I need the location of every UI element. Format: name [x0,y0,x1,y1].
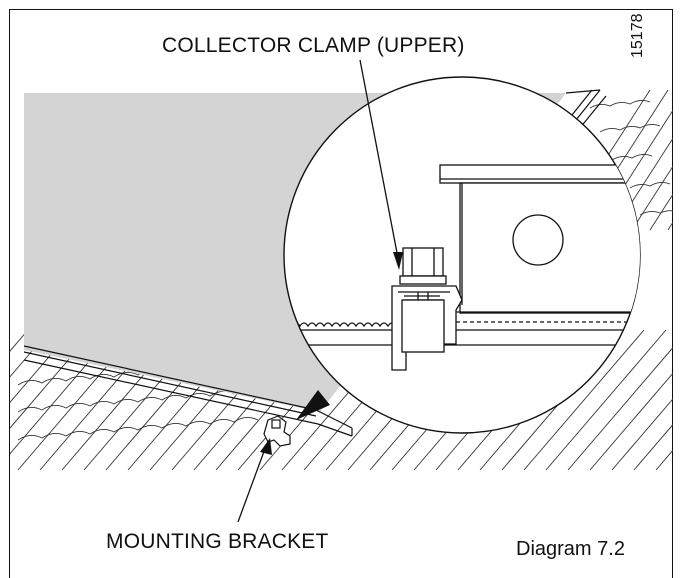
leader-line-upper-clamp [359,59,403,270]
tile-hatch-line [589,372,673,471]
figure-code: 15178 [629,13,646,59]
tile-hatch-line [523,329,645,471]
diagram-frame [9,9,673,578]
diagram-caption: Diagram 7.2 [516,538,625,560]
tile-hatch-line [678,330,683,470]
collector-clamp-upper-label: COLLECTOR CLAMP (UPPER) [162,34,465,57]
mounting-bracket-part [263,415,291,447]
leader-line-mounting-bracket [237,438,272,523]
tile-hatch-line [667,221,673,231]
tile-hatch-line [545,329,667,471]
collector-frame-rail [23,89,607,437]
tile-hatch-line [0,330,6,470]
tile-hatch-line [649,193,673,231]
tile-hatch-line [633,423,673,471]
tile-hatch-line [611,398,673,471]
tile-hatch-line [567,346,673,471]
tile-hatch-line [631,165,673,231]
mounting-bracket-label: MOUNTING BRACKET [106,530,329,553]
detail-magnifier [283,76,641,434]
callout-pointer [296,390,330,420]
collector-clamp-detail [391,247,463,371]
